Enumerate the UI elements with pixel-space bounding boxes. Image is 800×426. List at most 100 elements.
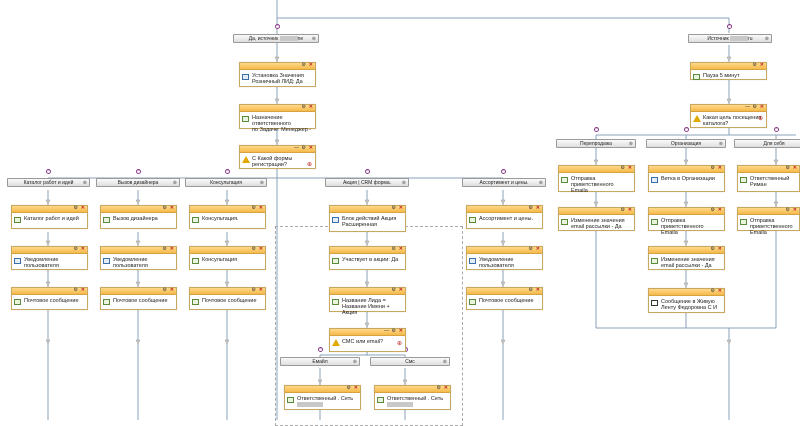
node-notify[interactable]: ⚙✕Уведомление пользователя	[466, 246, 543, 270]
node-mail[interactable]: ⚙✕Почтовое сообщение	[100, 287, 177, 310]
node-mail[interactable]: ⚙✕Почтовое сообщение	[466, 287, 543, 310]
branch-for-self[interactable]: Для себя⊗	[734, 139, 800, 148]
gear-icon[interactable]: ⚙	[162, 205, 167, 211]
close-icon[interactable]: ⊗	[538, 180, 543, 186]
branch-source-right[interactable]: Источник ru⊗	[688, 34, 772, 43]
branch-catalog[interactable]: Каталог работ и идей⊗	[7, 178, 90, 187]
node-consult-2[interactable]: ⚙✕Консультация	[189, 246, 266, 270]
collapse-toggle[interactable]: −	[727, 23, 732, 29]
node-welcome-email[interactable]: ⚙✕Отправка приветственного Emaila	[648, 207, 725, 236]
node-lead-name[interactable]: ⚙✕Название Лида = Название Имени + Акция	[329, 287, 406, 316]
close-icon[interactable]: ✕	[627, 207, 632, 213]
close-icon[interactable]: ⊗	[311, 36, 316, 42]
gear-icon[interactable]: ⚙	[752, 62, 757, 68]
close-icon[interactable]: ✕	[759, 62, 764, 68]
collapse-toggle[interactable]: −	[46, 168, 51, 174]
node-consult[interactable]: ⚙✕Консультация.	[189, 205, 266, 229]
gear-icon[interactable]: ⚙	[251, 205, 256, 211]
close-icon[interactable]: ✕	[258, 246, 263, 252]
gear-icon[interactable]: ⚙	[710, 165, 715, 171]
branch-designer[interactable]: Вызов дизайнера⊗	[96, 178, 180, 187]
close-icon[interactable]: ✕	[717, 246, 722, 252]
collapse-toggle[interactable]: −	[318, 346, 323, 352]
close-icon[interactable]: ✕	[258, 287, 263, 293]
close-icon[interactable]: ⊗	[352, 359, 357, 365]
gear-icon[interactable]: ⚙	[710, 207, 715, 213]
branch-resale[interactable]: Перепродажа⊗	[556, 139, 636, 148]
close-icon[interactable]: ⊗	[628, 141, 633, 147]
close-icon[interactable]: ✕	[169, 246, 174, 252]
node-pause[interactable]: ⚙✕Пауза 5 минут	[690, 62, 767, 80]
collapse-toggle[interactable]: −	[225, 168, 230, 174]
collapse-toggle[interactable]: −	[594, 126, 599, 132]
close-icon[interactable]: ✕	[80, 205, 85, 211]
close-icon[interactable]: ✕	[717, 207, 722, 213]
branch-assortment[interactable]: Ассортимент и цены.⊗	[462, 178, 546, 187]
gear-icon[interactable]: ⚙	[528, 287, 533, 293]
gear-icon[interactable]: ⚙	[785, 165, 790, 171]
close-icon[interactable]: ✕	[308, 104, 313, 110]
close-icon[interactable]: ✕	[258, 205, 263, 211]
close-icon[interactable]: ⊗	[764, 36, 769, 42]
gear-icon[interactable]: ⚙	[620, 165, 625, 171]
close-icon[interactable]: ✕	[759, 104, 764, 110]
close-icon[interactable]: ✕	[792, 165, 797, 171]
close-icon[interactable]: ✕	[169, 287, 174, 293]
close-icon[interactable]: ✕	[398, 287, 403, 293]
node-designer[interactable]: ⚙✕Вызов дизайнера	[100, 205, 177, 229]
close-icon[interactable]: ✕	[353, 385, 358, 391]
collapse-toggle[interactable]: −	[275, 23, 280, 29]
gear-icon[interactable]: ⚙	[391, 328, 396, 334]
branch-promo[interactable]: Акция | CRM форма.⊗	[325, 178, 409, 187]
branch-source-left[interactable]: Да, источник ne⊗	[233, 34, 319, 43]
close-icon[interactable]: ✕	[535, 246, 540, 252]
gear-icon[interactable]: ⚙	[391, 205, 396, 211]
gear-icon[interactable]: ⚙	[162, 246, 167, 252]
branch-email[interactable]: Емайл⊗	[280, 357, 360, 366]
close-icon[interactable]: ⊗	[172, 180, 177, 186]
gear-icon[interactable]: ⚙	[391, 246, 396, 252]
close-icon[interactable]: ⊗	[259, 180, 264, 186]
close-icon[interactable]: ⊗	[82, 180, 87, 186]
branch-consult[interactable]: Консультация⊗	[185, 178, 267, 187]
gear-icon[interactable]: ⚙	[436, 385, 441, 391]
gear-icon[interactable]: ⚙	[73, 287, 78, 293]
add-branch-icon[interactable]: ⊕	[757, 116, 763, 122]
node-org-branch[interactable]: ⚙✕Ветка в Организации	[648, 165, 725, 192]
close-icon[interactable]: ✕	[80, 287, 85, 293]
node-responsible-email[interactable]: ⚙✕Ответственный . Сеть	[284, 385, 361, 410]
add-branch-icon[interactable]: ⊕	[396, 341, 402, 347]
gear-icon[interactable]: ⚙	[710, 288, 715, 294]
add-branch-icon[interactable]: ⊕	[306, 162, 312, 168]
gear-icon[interactable]: ⚙	[301, 62, 306, 68]
node-welcome-email[interactable]: ⚙✕Отправка приветственного Emaila	[558, 165, 635, 194]
close-icon[interactable]: ✕	[308, 145, 313, 151]
gear-icon[interactable]: ⚙	[710, 246, 715, 252]
close-icon[interactable]: ✕	[627, 165, 632, 171]
node-email-flag[interactable]: ⚙✕Изменение значения email рассылки - Да	[648, 246, 725, 270]
gear-icon[interactable]: ⚙	[251, 287, 256, 293]
node-mail[interactable]: ⚙✕Почтовое сообщение	[11, 287, 88, 310]
gear-icon[interactable]: ⚙	[73, 246, 78, 252]
close-icon[interactable]: ✕	[398, 328, 403, 334]
minimize-icon[interactable]: —	[384, 328, 389, 334]
collapse-toggle[interactable]: −	[684, 126, 689, 132]
collapse-toggle[interactable]: −	[774, 126, 779, 132]
gear-icon[interactable]: ⚙	[528, 205, 533, 211]
gear-icon[interactable]: ⚙	[162, 287, 167, 293]
node-welcome-email[interactable]: ⚙✕Отправка приветственного Emaila	[737, 207, 800, 236]
close-icon[interactable]: ⊗	[718, 141, 723, 147]
branch-organization[interactable]: Организация⊗	[646, 139, 726, 148]
close-icon[interactable]: ✕	[398, 246, 403, 252]
gear-icon[interactable]: ⚙	[620, 207, 625, 213]
close-icon[interactable]: ✕	[792, 207, 797, 213]
gear-icon[interactable]: ⚙	[785, 207, 790, 213]
node-participates[interactable]: ⚙✕Участвует в акции: Да	[329, 246, 406, 270]
close-icon[interactable]: ⊗	[442, 359, 447, 365]
close-icon[interactable]: ✕	[717, 165, 722, 171]
node-responsible-sms[interactable]: ⚙✕Ответственный . Сеть	[374, 385, 451, 410]
collapse-toggle[interactable]: −	[365, 168, 370, 174]
